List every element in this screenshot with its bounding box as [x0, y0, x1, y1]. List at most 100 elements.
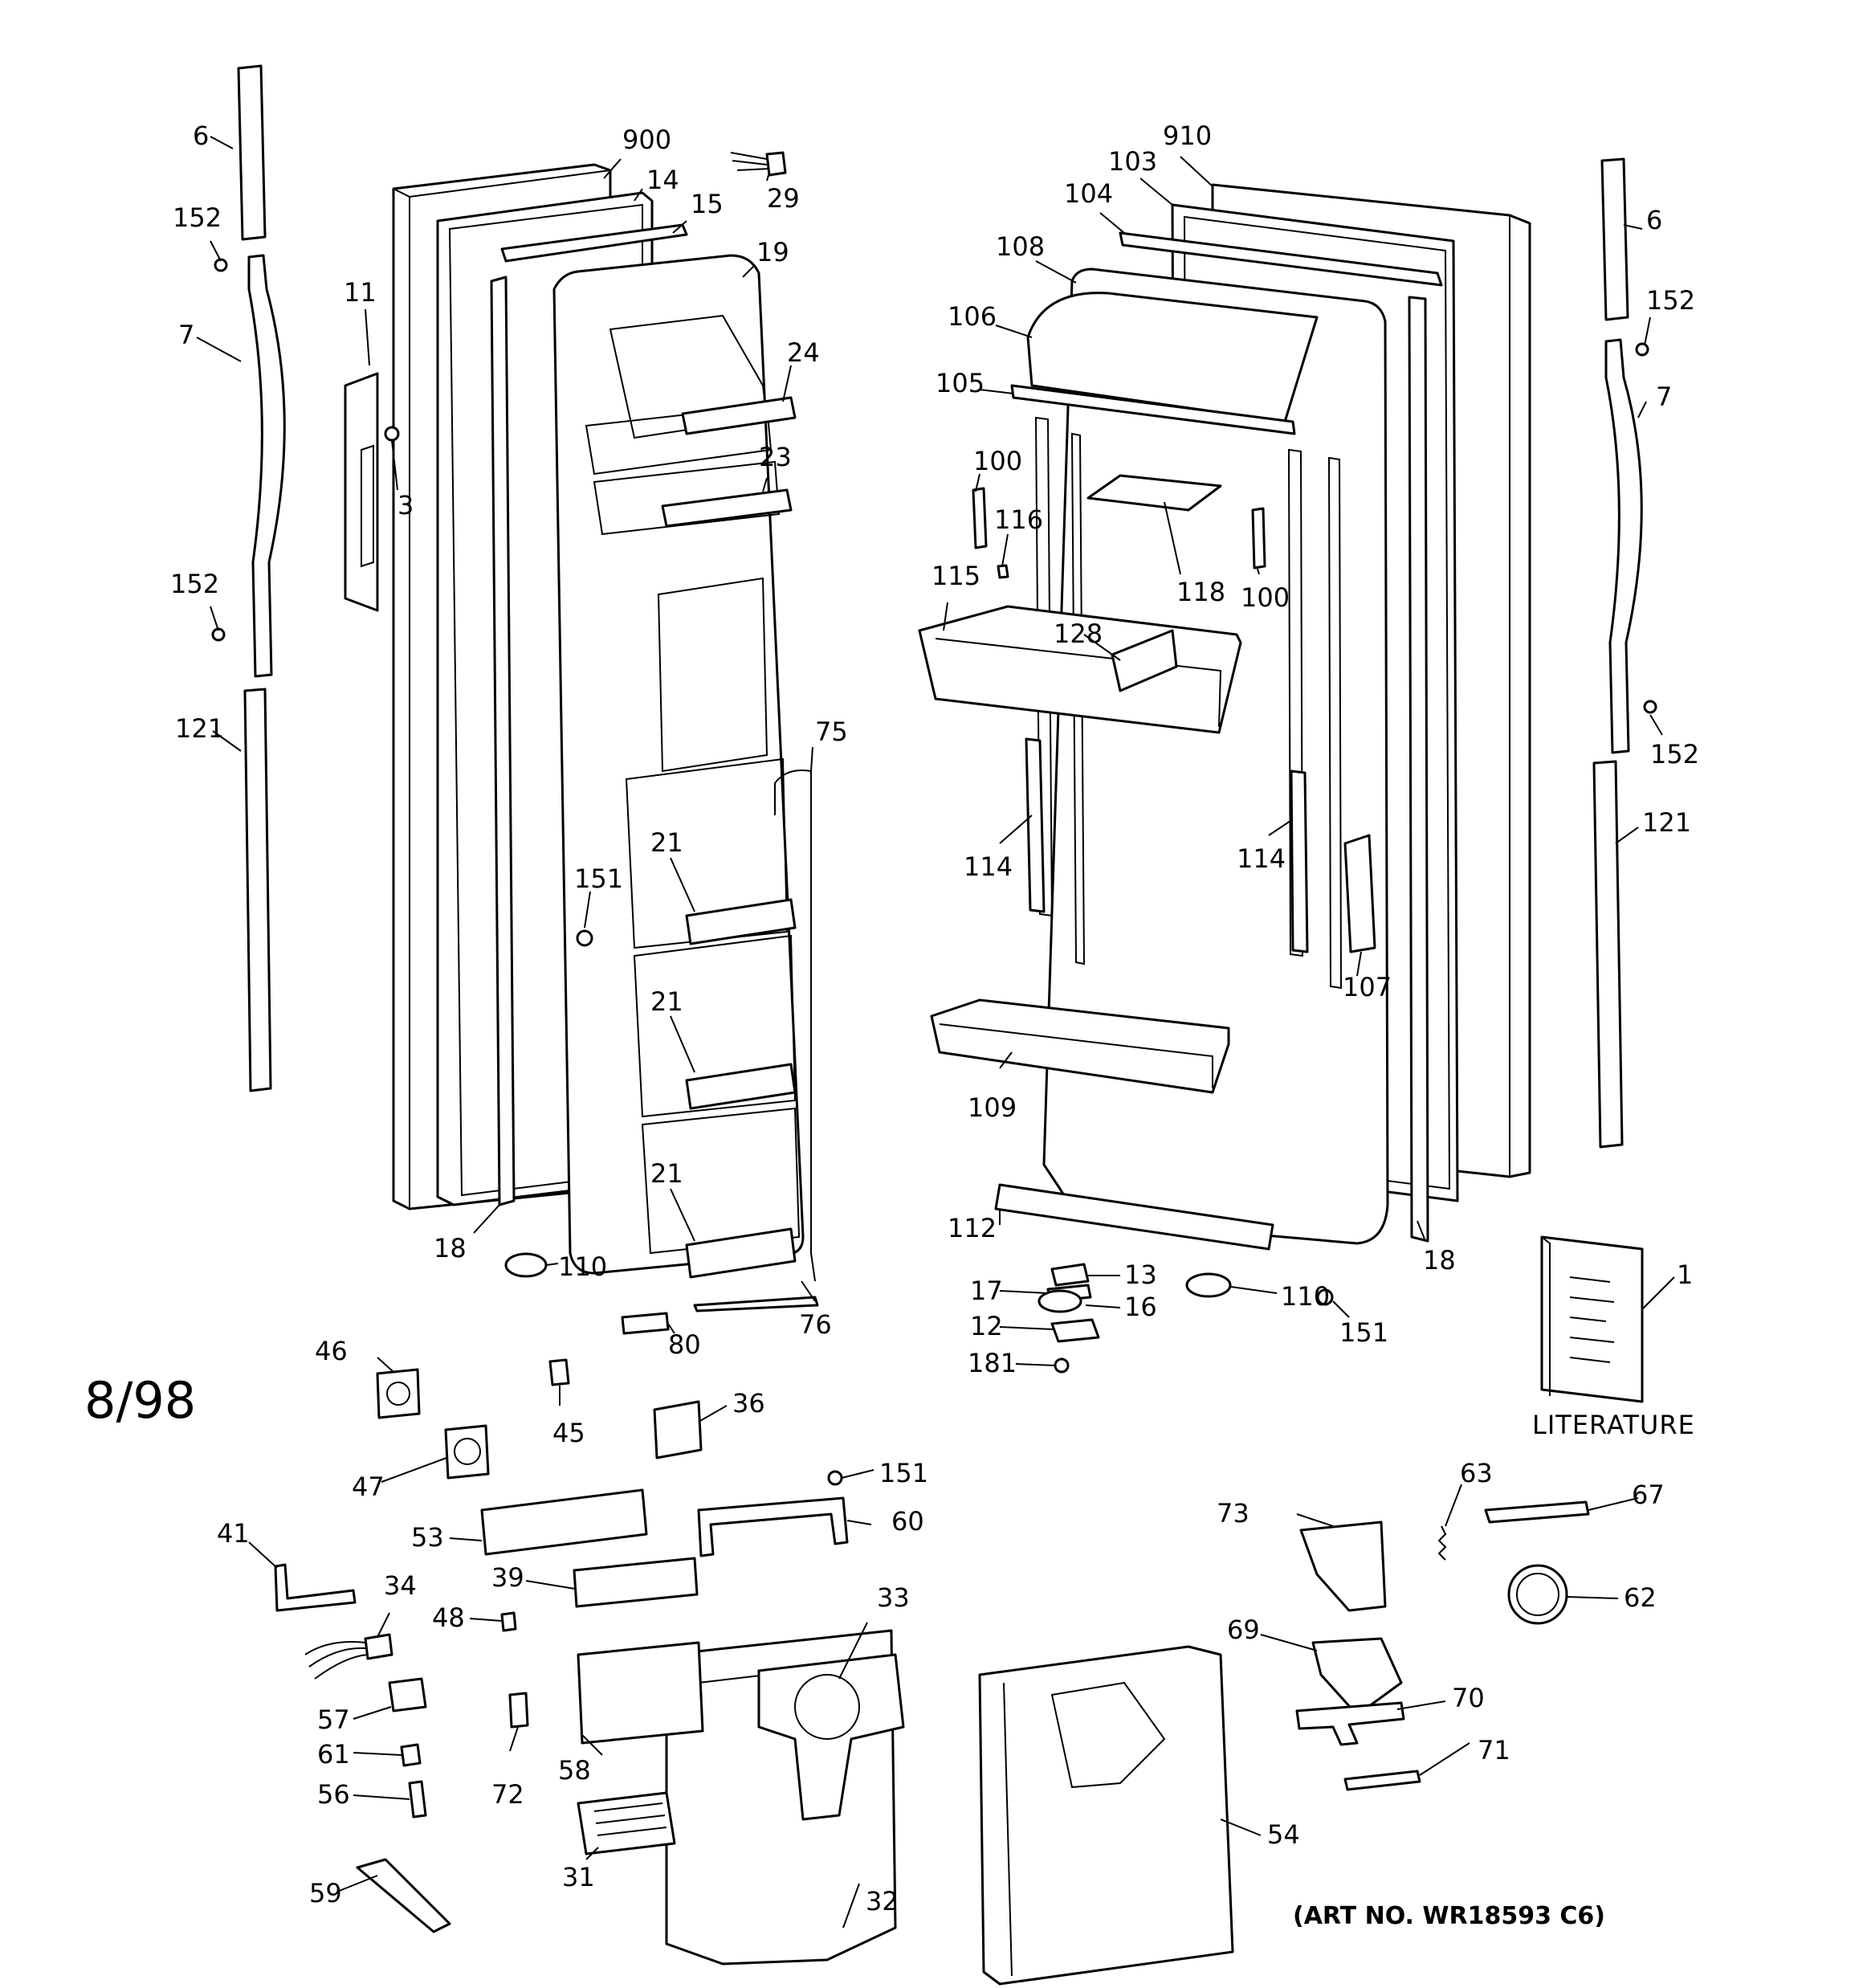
label-100-a: 100: [973, 446, 1022, 476]
part-114-rack-a: [1025, 737, 1046, 913]
label-75: 75: [815, 716, 848, 747]
freezer-door-assembly: [211, 64, 819, 1335]
part-114-rack-b: [1290, 769, 1309, 953]
label-70: 70: [1452, 1683, 1485, 1713]
part-24-shelf-rack: [681, 396, 797, 435]
label-151-a: 151: [574, 863, 623, 894]
part-106-dairy-cover: [1026, 292, 1319, 423]
label-47: 47: [352, 1472, 385, 1502]
part-31-drip-tray: [577, 1791, 676, 1855]
label-60: 60: [891, 1506, 924, 1537]
part-152-screw-right-a: [1635, 342, 1649, 357]
part-59-pad: [356, 1858, 451, 1933]
part-80-fitting: [621, 1312, 670, 1335]
label-69: 69: [1227, 1614, 1260, 1645]
part-33-chute: [757, 1653, 905, 1821]
label-48: 48: [432, 1602, 465, 1633]
label-152-right-a: 152: [1646, 285, 1695, 316]
label-121-left: 121: [175, 713, 224, 744]
part-12-hinge: [1050, 1318, 1100, 1343]
label-106: 106: [948, 301, 997, 332]
label-152-left-a: 152: [173, 202, 222, 233]
part-58-bracket: [577, 1641, 704, 1745]
label-900: 900: [622, 125, 671, 155]
label-15: 15: [691, 189, 724, 219]
part-18-side-strip-left: [490, 276, 516, 1206]
part-60-bracket: [697, 1496, 849, 1557]
label-103: 103: [1108, 146, 1157, 177]
label-45: 45: [552, 1418, 585, 1448]
part-72-clip: [508, 1692, 529, 1729]
part-57-light-lens: [388, 1677, 427, 1712]
part-128-divider: [1111, 629, 1178, 692]
part-36-switch: [653, 1400, 703, 1459]
part-45-clip: [548, 1358, 570, 1386]
label-62: 62: [1624, 1582, 1657, 1613]
label-63: 63: [1460, 1458, 1493, 1488]
part-181-screw: [1054, 1357, 1070, 1374]
part-109-bin: [930, 998, 1230, 1094]
part-48-light-socket: [500, 1611, 517, 1632]
label-104: 104: [1064, 178, 1113, 209]
part-152-screw-left-b: [211, 627, 226, 642]
label-109: 109: [968, 1092, 1017, 1123]
label-18-right: 18: [1423, 1245, 1456, 1276]
part-118-compartment: [1086, 474, 1222, 512]
label-110-left: 110: [558, 1251, 607, 1282]
part-151-screw-b: [1316, 1288, 1334, 1306]
part-100-clip-a: [972, 487, 988, 549]
part-63-spring: [1437, 1525, 1447, 1561]
part-76-tube: [693, 1296, 819, 1312]
part-34-switch: [364, 1633, 393, 1660]
label-56: 56: [317, 1779, 350, 1810]
label-67: 67: [1632, 1480, 1665, 1510]
part-121-trim-left: [243, 688, 272, 1092]
leader-lines: [196, 136, 1675, 1929]
label-151-c: 151: [879, 1458, 928, 1488]
label-31: 31: [562, 1862, 595, 1892]
label-73: 73: [1217, 1498, 1249, 1529]
label-57: 57: [317, 1704, 350, 1735]
part-6-handle-cap-left: [237, 64, 267, 241]
label-76: 76: [799, 1309, 832, 1340]
label-18-left: 18: [434, 1233, 467, 1263]
part-67-bracket: [1484, 1500, 1590, 1524]
label-7-right: 7: [1656, 382, 1672, 412]
label-53: 53: [411, 1522, 444, 1553]
label-121-right: 121: [1642, 807, 1691, 838]
label-105: 105: [936, 368, 984, 398]
art-number: (ART NO. WR18593 C6): [1293, 1902, 1605, 1930]
label-116: 116: [994, 504, 1043, 535]
label-12: 12: [970, 1311, 1003, 1341]
part-21-shelf-rack-a: [685, 898, 797, 945]
label-72: 72: [491, 1779, 524, 1810]
part-69-flap: [1311, 1637, 1403, 1717]
label-21-a: 21: [650, 827, 683, 858]
label-23: 23: [759, 442, 792, 472]
part-39-control-board: [573, 1557, 699, 1608]
label-115: 115: [932, 561, 980, 591]
part-116-stop: [997, 564, 1009, 579]
part-53-panel: [480, 1488, 648, 1556]
label-118: 118: [1176, 577, 1225, 607]
part-29-harness: [730, 152, 770, 171]
part-56-bulb: [408, 1780, 427, 1819]
label-21-b: 21: [650, 986, 683, 1017]
label-80: 80: [668, 1329, 701, 1360]
part-152-screw-right-b: [1643, 700, 1657, 714]
label-33: 33: [877, 1582, 910, 1613]
label-24: 24: [787, 337, 820, 368]
part-110-plug-right: [1185, 1272, 1232, 1298]
part-71-rod: [1343, 1770, 1421, 1791]
label-3: 3: [397, 490, 414, 520]
label-910: 910: [1163, 120, 1212, 151]
label-61: 61: [317, 1739, 350, 1770]
part-3-screw: [384, 426, 400, 442]
fresh-food-door-assembly: [918, 157, 1657, 1403]
label-16: 16: [1124, 1292, 1157, 1322]
part-54-dispenser-cover: [978, 1645, 1234, 1986]
label-128: 128: [1054, 618, 1103, 649]
label-100-b: 100: [1241, 582, 1290, 613]
label-54: 54: [1267, 1819, 1300, 1850]
